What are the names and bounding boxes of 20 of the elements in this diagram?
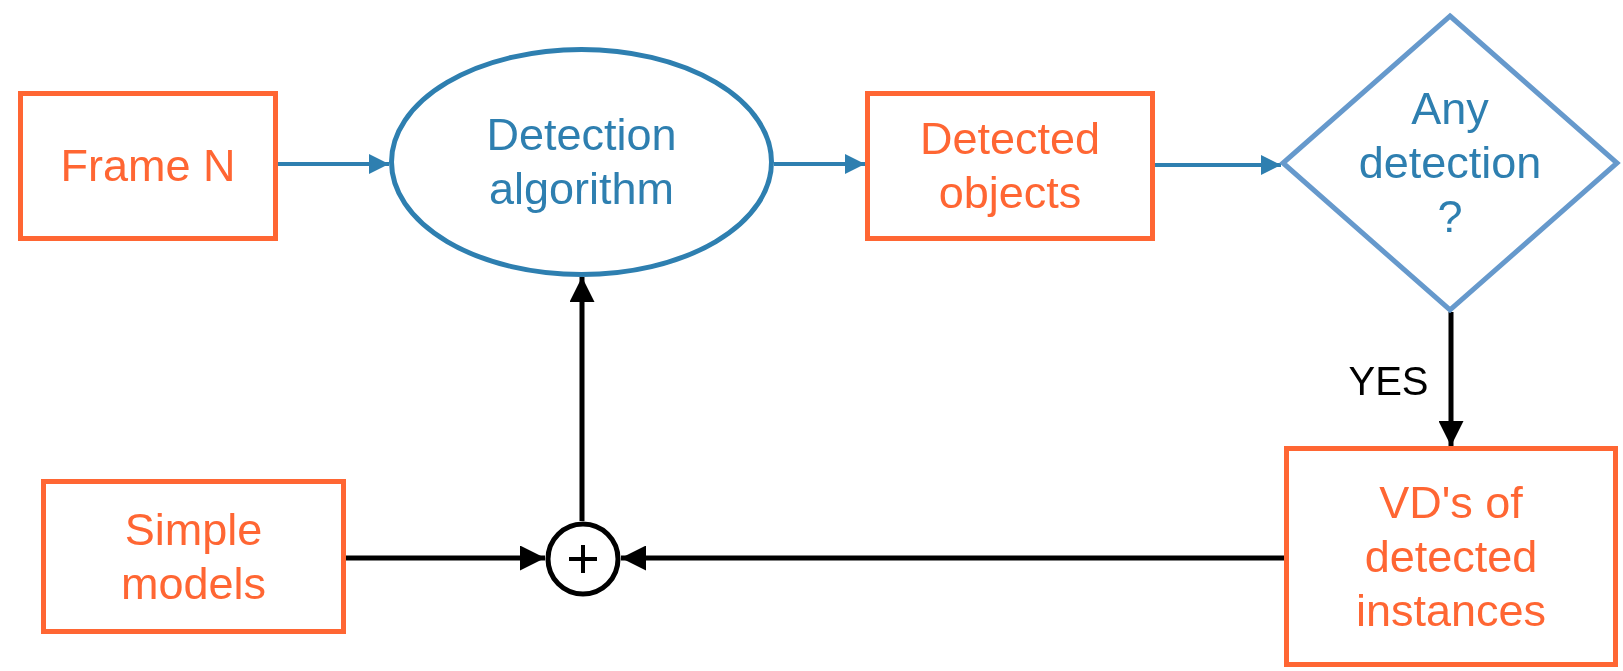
decision-diamond [1281, 14, 1619, 312]
process-box [41, 479, 346, 634]
node-label: Any detection ? [1357, 82, 1543, 244]
process-box [1284, 446, 1618, 667]
process-box [865, 91, 1155, 241]
node-label: Detected objects [918, 112, 1102, 220]
arrow [278, 154, 389, 174]
summing-junction-circle [545, 521, 621, 597]
process-box [18, 91, 278, 241]
process-ellipse [389, 47, 774, 277]
node-label: Simple models [119, 502, 268, 611]
arrow [774, 154, 865, 174]
arrow [346, 545, 545, 571]
node-label: Frame N [59, 139, 237, 193]
arrow [621, 545, 1284, 571]
node-label: VD's of detected instances [1354, 475, 1548, 638]
arrow [569, 277, 595, 521]
arrow [1438, 312, 1464, 446]
arrow [1155, 155, 1281, 175]
node-label: Detection algorithm [485, 108, 678, 216]
